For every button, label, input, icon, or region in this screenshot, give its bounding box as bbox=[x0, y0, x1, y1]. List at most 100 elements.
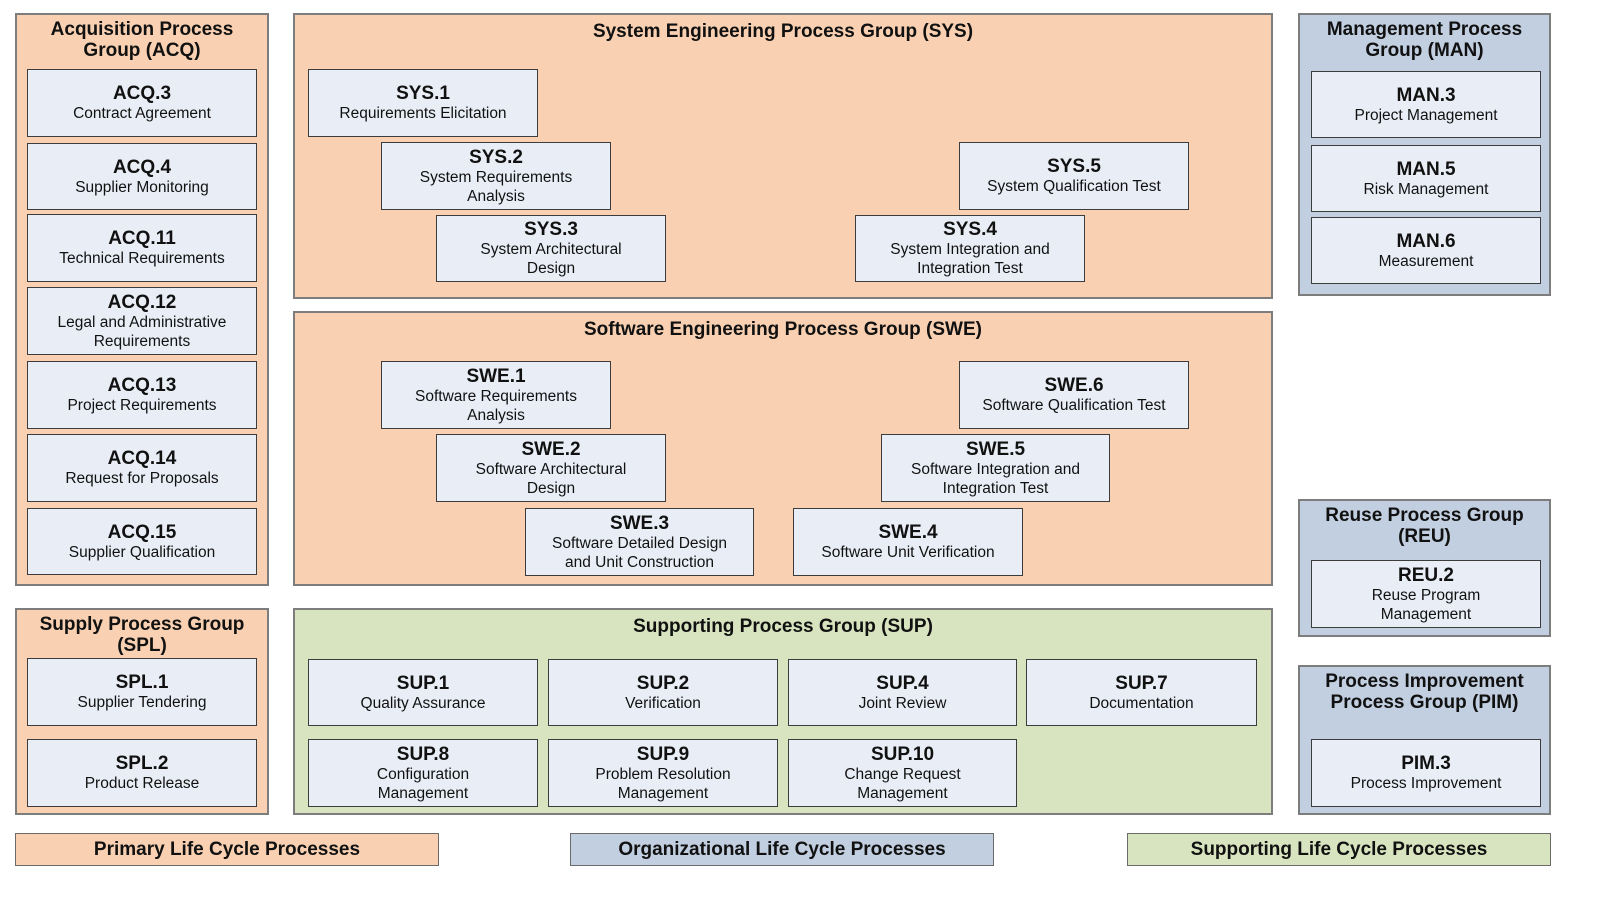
process-id: REU.2 bbox=[1398, 564, 1454, 586]
process-box-sys-5: SYS.5 System Qualification Test bbox=[959, 142, 1189, 210]
process-box-sup-8: SUP.8 Configuration Management bbox=[308, 739, 538, 807]
process-name: Supplier Qualification bbox=[68, 543, 216, 561]
group-title-spl: Supply Process Group (SPL) bbox=[39, 614, 245, 656]
process-name: Quality Assurance bbox=[360, 694, 486, 712]
process-name: System Integration and Integration Test bbox=[890, 241, 1050, 277]
process-box-sup-10: SUP.10 Change Request Management bbox=[788, 739, 1017, 807]
process-name: Verification bbox=[625, 694, 701, 712]
process-name: Problem Resolution Management bbox=[595, 765, 731, 802]
process-name: Contract Agreement bbox=[73, 105, 211, 122]
process-name: Project Requirements bbox=[67, 397, 217, 414]
process-id: MAN.5 bbox=[1396, 158, 1456, 180]
process-box-sup-1: SUP.1 Quality Assurance bbox=[308, 659, 538, 726]
process-name: Legal and Administrative Requirements bbox=[57, 313, 227, 350]
process-box-acq-14: ACQ.14 Request for Proposals bbox=[27, 434, 257, 502]
process-name: Supplier Monitoring bbox=[75, 178, 209, 196]
group-title-man: Management Process Group (MAN) bbox=[1326, 19, 1523, 61]
group-title-swe: Software Engineering Process Group (SWE) bbox=[583, 319, 982, 340]
process-id: SWE.3 bbox=[609, 512, 670, 534]
process-name: Technical Requirements bbox=[59, 250, 225, 267]
process-id: SWE.6 bbox=[1044, 375, 1104, 396]
process-id: PIM.3 bbox=[1401, 753, 1451, 774]
process-box-swe-2: SWE.2 Software Architectural Design bbox=[436, 434, 666, 502]
process-box-acq-11: ACQ.11 Technical Requirements bbox=[27, 214, 257, 282]
process-name: Documentation bbox=[1089, 694, 1194, 712]
legend-supporting-life-cycle: Supporting Life Cycle Processes bbox=[1127, 833, 1551, 866]
process-id: ACQ.11 bbox=[108, 228, 176, 249]
process-box-swe-3: SWE.3 Software Detailed Design and Unit … bbox=[525, 508, 754, 576]
process-box-sup-9: SUP.9 Problem Resolution Management bbox=[548, 739, 778, 807]
process-id: ACQ.12 bbox=[107, 291, 177, 313]
group-title-sup: Supporting Process Group (SUP) bbox=[633, 616, 933, 637]
process-id: MAN.6 bbox=[1396, 230, 1456, 252]
process-box-sup-4: SUP.4 Joint Review bbox=[788, 659, 1017, 726]
legend-primary-life-cycle: Primary Life Cycle Processes bbox=[15, 833, 439, 866]
process-name: Reuse Program Management bbox=[1371, 586, 1481, 623]
process-id: MAN.3 bbox=[1396, 84, 1456, 106]
process-id: SUP.2 bbox=[636, 672, 690, 694]
process-name: Supplier Tendering bbox=[77, 694, 207, 711]
group-title-sys: System Engineering Process Group (SYS) bbox=[592, 21, 974, 42]
group-title-pim: Process Improvement Process Group (PIM) bbox=[1325, 671, 1524, 713]
process-id: SYS.4 bbox=[943, 219, 997, 240]
process-name: Measurement bbox=[1378, 252, 1474, 270]
process-name: System Requirements Analysis bbox=[419, 168, 573, 205]
process-box-reu-2: REU.2 Reuse Program Management bbox=[1311, 560, 1541, 628]
process-name: Software Integration and Integration Tes… bbox=[911, 460, 1080, 497]
process-id: SWE.4 bbox=[878, 522, 938, 543]
process-name: Software Requirements Analysis bbox=[415, 387, 577, 424]
process-box-acq-15: ACQ.15 Supplier Qualification bbox=[27, 508, 257, 575]
process-id: SUP.9 bbox=[636, 743, 690, 765]
process-id: SYS.2 bbox=[469, 146, 523, 168]
process-box-man-6: MAN.6 Measurement bbox=[1311, 217, 1541, 284]
process-id: ACQ.15 bbox=[107, 521, 177, 543]
process-box-sup-2: SUP.2 Verification bbox=[548, 659, 778, 726]
process-name: Software Unit Verification bbox=[821, 544, 995, 561]
process-box-sys-3: SYS.3 System Architectural Design bbox=[436, 215, 666, 282]
process-box-acq-13: ACQ.13 Project Requirements bbox=[27, 361, 257, 429]
process-box-sys-4: SYS.4 System Integration and Integration… bbox=[855, 215, 1085, 282]
process-id: SUP.1 bbox=[396, 672, 450, 694]
legend-organizational-life-cycle: Organizational Life Cycle Processes bbox=[570, 833, 994, 866]
process-name: Configuration Management bbox=[376, 765, 470, 802]
process-box-acq-4: ACQ.4 Supplier Monitoring bbox=[27, 143, 257, 210]
process-box-swe-6: SWE.6 Software Qualification Test bbox=[959, 361, 1189, 429]
process-id: SWE.5 bbox=[965, 438, 1026, 460]
process-name: System Qualification Test bbox=[987, 178, 1161, 195]
process-box-sup-7: SUP.7 Documentation bbox=[1026, 659, 1257, 726]
process-id: SYS.1 bbox=[396, 83, 450, 104]
process-id: ACQ.4 bbox=[112, 156, 172, 178]
process-box-spl-2: SPL.2 Product Release bbox=[27, 739, 257, 807]
process-box-acq-3: ACQ.3 Contract Agreement bbox=[27, 69, 257, 137]
process-name: Risk Management bbox=[1363, 180, 1489, 198]
group-title-acq: Acquisition Process Group (ACQ) bbox=[50, 19, 234, 61]
process-id: SYS.3 bbox=[524, 219, 578, 240]
process-id: ACQ.3 bbox=[112, 83, 172, 104]
process-box-pim-3: PIM.3 Process Improvement bbox=[1311, 739, 1541, 807]
process-box-swe-4: SWE.4 Software Unit Verification bbox=[793, 508, 1023, 576]
process-name: Request for Proposals bbox=[65, 470, 219, 487]
process-id: SPL.1 bbox=[115, 672, 169, 693]
process-id: SUP.8 bbox=[396, 743, 450, 765]
process-id: SWE.1 bbox=[466, 365, 526, 387]
process-box-swe-5: SWE.5 Software Integration and Integrati… bbox=[881, 434, 1110, 502]
process-name: Requirements Elicitation bbox=[339, 105, 507, 122]
process-box-spl-1: SPL.1 Supplier Tendering bbox=[27, 658, 257, 726]
process-name: Change Request Management bbox=[844, 765, 961, 802]
process-box-sys-2: SYS.2 System Requirements Analysis bbox=[381, 142, 611, 210]
process-name: Joint Review bbox=[858, 694, 947, 712]
process-name: Software Detailed Design and Unit Constr… bbox=[552, 534, 727, 571]
process-box-sys-1: SYS.1 Requirements Elicitation bbox=[308, 69, 538, 137]
process-id: SUP.10 bbox=[870, 743, 935, 765]
process-id: SPL.2 bbox=[115, 753, 169, 774]
process-name: Product Release bbox=[84, 775, 200, 792]
process-id: ACQ.13 bbox=[107, 375, 177, 396]
process-box-swe-1: SWE.1 Software Requirements Analysis bbox=[381, 361, 611, 429]
process-id: SUP.7 bbox=[1115, 672, 1168, 694]
process-box-acq-12: ACQ.12 Legal and Administrative Requirem… bbox=[27, 287, 257, 355]
process-name: System Architectural Design bbox=[480, 241, 622, 277]
process-name: Process Improvement bbox=[1350, 775, 1502, 792]
process-id: ACQ.14 bbox=[107, 448, 177, 469]
process-box-man-3: MAN.3 Project Management bbox=[1311, 71, 1541, 138]
process-id: SWE.2 bbox=[521, 438, 581, 460]
